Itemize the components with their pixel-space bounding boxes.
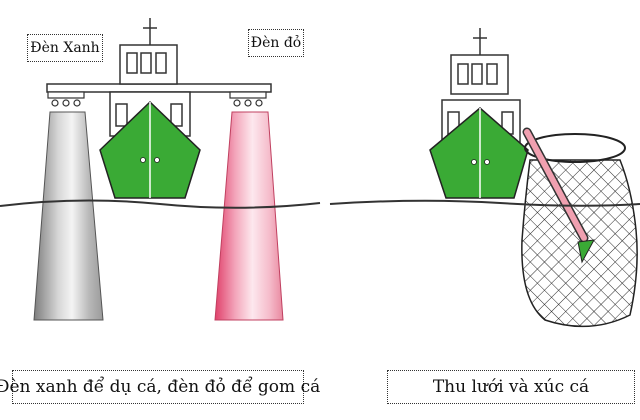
- right-water-line: [329, 199, 640, 207]
- right-caption: Thu lưới và xúc cá: [387, 370, 635, 404]
- left-scene: [0, 18, 321, 321]
- net-hoop: [524, 133, 626, 163]
- green-light-label: Đèn Xanh: [27, 34, 103, 62]
- right-scene: [329, 28, 640, 328]
- lamp-boom: [46, 83, 272, 93]
- red-light-beam: [214, 111, 284, 321]
- green-light-beam: [33, 111, 104, 321]
- fish-catch: [577, 239, 595, 264]
- red-light-label: Đèn đỏ: [248, 29, 304, 57]
- left-caption: Đèn xanh để dụ cá, đèn đỏ để gom cá: [0, 370, 320, 404]
- green-lamp-cluster: [47, 91, 85, 107]
- right-boat-hull: [429, 107, 529, 199]
- red-lamp-cluster: [229, 91, 267, 107]
- left-water-line: [0, 199, 321, 209]
